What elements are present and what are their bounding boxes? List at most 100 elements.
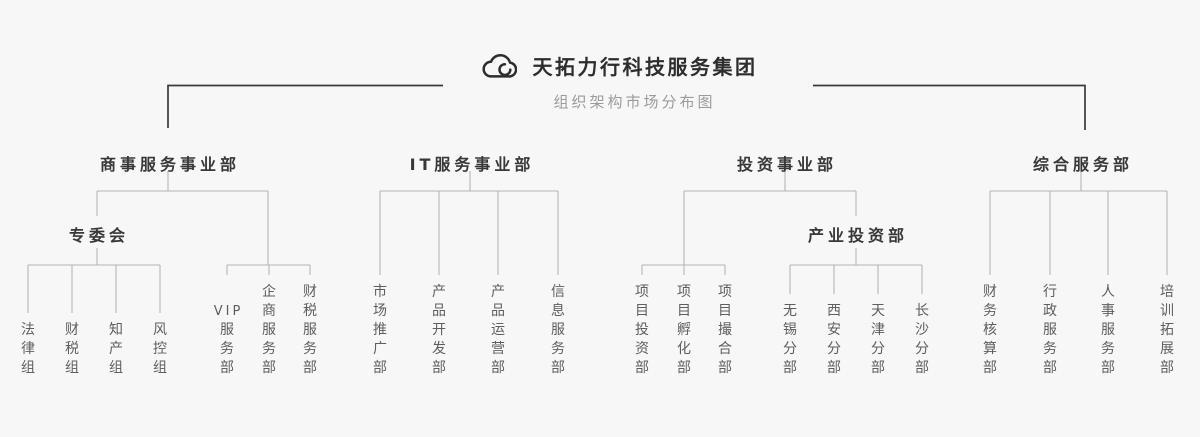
leaf-text-line: 务 — [303, 341, 317, 357]
leaf-text-line: 天 — [871, 303, 885, 319]
leaf-text-line: 项 — [718, 284, 732, 300]
org-node-leaf[interactable]: 人事服务部 — [1101, 283, 1115, 378]
leaf-text-line: 部 — [718, 360, 732, 376]
leaf-text-line: 商 — [262, 303, 276, 319]
leaf-text-line: 服 — [262, 322, 276, 338]
leaf-text-line: 产 — [491, 284, 505, 300]
leaf-text-line: 安 — [827, 322, 841, 338]
leaf-text-line: 目 — [718, 303, 732, 319]
cloud-icon — [481, 53, 517, 81]
org-node-division[interactable]: IT服务事业部 — [409, 154, 535, 174]
leaf-text-line: 广 — [373, 341, 387, 357]
leaf-text-line: 部 — [983, 360, 997, 376]
leaf-text-line: 部 — [491, 360, 505, 376]
leaf-text-line: 组 — [153, 360, 167, 376]
leaf-text-line: 部 — [915, 360, 929, 376]
org-node-leaf[interactable]: 市场推广部 — [373, 283, 387, 378]
leaf-text-line: 产 — [432, 284, 446, 300]
leaf-text-line: 目 — [635, 303, 649, 319]
leaf-text-line: 沙 — [915, 322, 929, 338]
company-title: 天拓力行科技服务集团 — [532, 55, 758, 79]
leaf-text-line: 部 — [1043, 360, 1057, 376]
org-node-leaf[interactable]: 行政服务部 — [1043, 283, 1057, 378]
leaf-text-line: 化 — [677, 341, 691, 357]
org-node-leaf[interactable]: 信息服务部 — [551, 283, 565, 378]
leaf-text-line: 津 — [871, 322, 885, 338]
leaf-text-line: 部 — [783, 360, 797, 376]
org-node-leaf[interactable]: 产品运营部 — [491, 283, 505, 378]
leaf-text-line: 推 — [373, 322, 387, 338]
org-node-group[interactable]: 专委会 — [68, 226, 130, 245]
leaf-text-line: 锡 — [783, 322, 797, 338]
org-node-leaf[interactable]: 产品开发部 — [432, 283, 446, 378]
org-node-leaf[interactable]: 项目撮合部 — [718, 283, 732, 378]
org-node-leaf[interactable]: 项目投资部 — [635, 283, 649, 378]
leaf-text-line: 组 — [109, 360, 123, 376]
leaf-text-line: 分 — [783, 341, 797, 357]
leaf-text-line: 品 — [491, 303, 505, 319]
org-node-leaf[interactable]: 无锡分部 — [783, 302, 797, 378]
leaf-text-line: 分 — [871, 341, 885, 357]
leaf-text-line: 财 — [303, 284, 317, 300]
leaf-text-line: 部 — [432, 360, 446, 376]
leaf-text-line: 开 — [432, 322, 446, 338]
leaf-text-line: 拓 — [1160, 322, 1174, 338]
leaf-text-line: 务 — [551, 341, 565, 357]
leaf-text-line: 撮 — [718, 322, 732, 338]
leaf-text-line: 税 — [65, 341, 79, 357]
leaf-text-line: 服 — [551, 322, 565, 338]
leaf-text-line: 部 — [1160, 360, 1174, 376]
org-node-leaf[interactable]: 企商服务部 — [262, 283, 276, 378]
leaf-text-line: 部 — [373, 360, 387, 376]
leaf-text-line: 运 — [491, 322, 505, 338]
org-node-division[interactable]: 商事服务事业部 — [99, 154, 241, 174]
org-node-leaf[interactable]: 项目孵化部 — [677, 283, 691, 378]
leaf-text-line: 组 — [21, 360, 35, 376]
org-node-leaf[interactable]: 天津分部 — [871, 302, 885, 378]
leaf-text-line: VIP — [213, 304, 244, 319]
org-node-leaf[interactable]: 西安分部 — [827, 302, 841, 378]
leaf-text-line: 部 — [219, 360, 234, 376]
leaf-text-line: 部 — [635, 360, 649, 376]
org-node-leaf[interactable]: 财税组 — [65, 321, 79, 378]
leaf-text-line: 知 — [109, 322, 123, 338]
org-node-leaf[interactable]: 知产组 — [109, 321, 123, 378]
org-node-leaf[interactable]: 财务核算部 — [983, 283, 997, 378]
leaf-text-line: 事 — [1101, 303, 1115, 319]
org-node-division[interactable]: 综合服务部 — [1032, 154, 1134, 174]
leaf-text-line: 组 — [65, 360, 79, 376]
leaf-text-line: 服 — [1101, 322, 1115, 338]
leaf-text-line: 长 — [915, 303, 929, 319]
leaf-text-line: 部 — [551, 360, 565, 376]
leaf-text-line: 算 — [983, 341, 997, 357]
leaf-text-line: 市 — [373, 284, 387, 300]
org-node-leaf[interactable]: 财税服务部 — [303, 283, 317, 378]
org-node-division[interactable]: 投资事业部 — [736, 154, 838, 174]
leaf-text-line: 财 — [983, 284, 997, 300]
org-node-group[interactable]: 产业投资部 — [807, 226, 909, 245]
leaf-text-line: 营 — [491, 341, 505, 357]
leaf-text-line: 西 — [827, 303, 841, 319]
leaf-text-line: 部 — [827, 360, 841, 376]
leaf-text-line: 部 — [262, 360, 276, 376]
leaf-text-line: 务 — [219, 341, 234, 357]
org-node-leaf[interactable]: 风控组 — [153, 321, 167, 378]
leaf-text-line: 务 — [262, 341, 276, 357]
leaf-text-line: 税 — [303, 303, 317, 319]
leaf-text-line: 发 — [432, 341, 446, 357]
org-node-leaf[interactable]: 法律组 — [21, 321, 35, 378]
leaf-text-line: 分 — [827, 341, 841, 357]
leaf-text-line: 分 — [915, 341, 929, 357]
leaf-text-line: 信 — [551, 284, 565, 300]
leaf-text-line: 训 — [1160, 303, 1174, 319]
leaf-text-line: 投 — [635, 322, 649, 338]
org-node-leaf[interactable]: 长沙分部 — [915, 302, 929, 378]
leaf-text-line: 财 — [65, 322, 79, 338]
leaf-text-line: 服 — [303, 322, 317, 338]
leaf-text-line: 无 — [783, 303, 797, 319]
leaf-text-line: 控 — [153, 341, 167, 357]
org-node-leaf[interactable]: 培训拓展部 — [1160, 283, 1174, 378]
leaf-text-line: 目 — [677, 303, 691, 319]
